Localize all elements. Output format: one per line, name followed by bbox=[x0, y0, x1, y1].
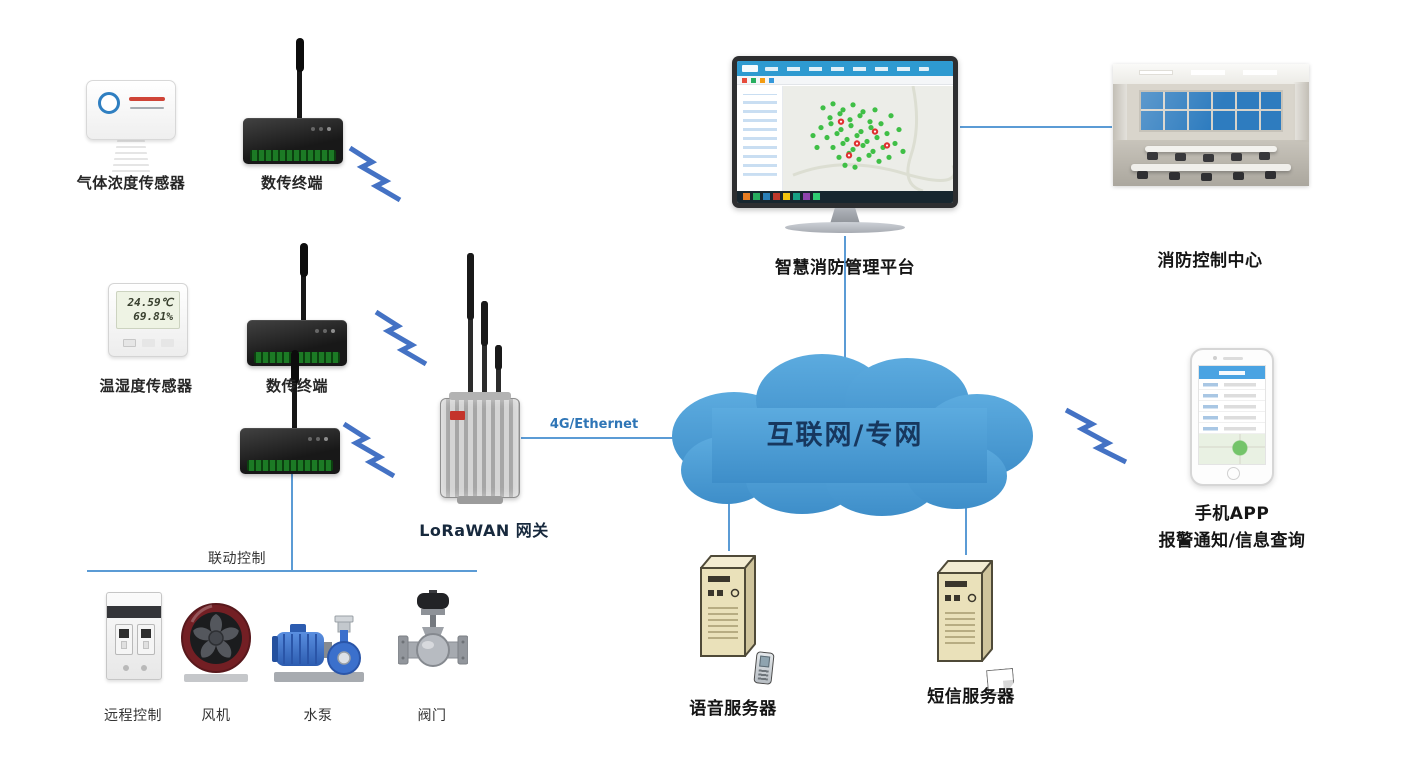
cc-video-wall bbox=[1139, 90, 1283, 132]
cc-console-desk bbox=[1131, 164, 1291, 171]
voice-server-label: 语音服务器 bbox=[689, 699, 777, 719]
wireless-bolt-icon bbox=[374, 309, 428, 367]
voice-server bbox=[695, 548, 775, 690]
screen-map-area bbox=[783, 85, 953, 193]
sensor-buttons bbox=[123, 339, 136, 347]
dtu-lower bbox=[240, 350, 340, 478]
phone-speaker-icon bbox=[1223, 357, 1243, 360]
dtu-middle-label: 数传终端 bbox=[265, 377, 328, 395]
gateway-logo-icon bbox=[450, 411, 465, 420]
wireless-bolt-icon bbox=[342, 421, 396, 479]
phone-handset-icon bbox=[753, 651, 775, 685]
water-pump-label: 水泵 bbox=[303, 708, 333, 724]
breaker-switch-icon bbox=[137, 624, 155, 655]
gateway-antenna-icon bbox=[467, 253, 474, 401]
map-roads bbox=[792, 85, 953, 193]
dtu-top bbox=[243, 38, 343, 166]
control-center-label: 消防控制中心 bbox=[1157, 251, 1263, 271]
map-device-dots bbox=[810, 101, 906, 170]
antenna-icon bbox=[290, 350, 299, 430]
server-tower-icon bbox=[937, 560, 993, 662]
water-pump-icon bbox=[272, 615, 364, 682]
mobile-app-label-line2: 报警通知/信息查询 bbox=[1158, 531, 1306, 551]
phone-list-row bbox=[1199, 423, 1265, 434]
cloud-icon bbox=[672, 354, 1033, 516]
antenna-icon bbox=[299, 243, 308, 322]
dtu-body bbox=[240, 428, 340, 474]
server-tower-icon bbox=[700, 555, 756, 657]
control-center-photo bbox=[1113, 64, 1309, 186]
mobile-app-label-line1: 手机APP bbox=[1194, 504, 1270, 524]
screen-logo-chip bbox=[742, 65, 758, 72]
lcd-temperature-reading: 24.59℃ bbox=[127, 295, 173, 309]
valve-label: 阀门 bbox=[417, 708, 447, 724]
gateway-antenna-icon bbox=[481, 301, 488, 401]
monitor-stand-neck bbox=[830, 208, 860, 224]
map-alarm-markers bbox=[837, 118, 891, 159]
lcd-humidity-reading: 69.81% bbox=[133, 310, 173, 323]
phone-list-row bbox=[1199, 401, 1265, 412]
led-indicators-icon bbox=[331, 329, 335, 333]
sms-server-label: 短信服务器 bbox=[927, 687, 1015, 707]
cc-console-desk bbox=[1145, 146, 1277, 152]
phone-camera-icon bbox=[1213, 356, 1217, 360]
monitor-stand-base bbox=[785, 222, 905, 233]
gas-sensor bbox=[86, 80, 176, 176]
cloud-label: 互联网/专网 bbox=[766, 420, 924, 451]
wireless-bolt-icon bbox=[1064, 407, 1128, 465]
phone-app-header bbox=[1199, 366, 1265, 379]
cc-ceiling-lights bbox=[1139, 70, 1173, 75]
led-indicators-icon bbox=[324, 437, 328, 441]
linkage-control-label: 联动控制 bbox=[208, 551, 266, 567]
phone-list-row bbox=[1199, 412, 1265, 423]
fan-icon bbox=[181, 603, 251, 682]
wireless-bolt-icon bbox=[348, 145, 402, 203]
dtu-top-label: 数传终端 bbox=[260, 174, 323, 192]
screen-menu-items bbox=[765, 67, 929, 71]
phone-home-button bbox=[1227, 467, 1240, 480]
fan-label: 风机 bbox=[201, 708, 231, 724]
remote-control-breaker bbox=[106, 592, 162, 680]
lcd-display: 24.59℃ 69.81% bbox=[116, 291, 180, 329]
lorawan-gateway bbox=[438, 253, 524, 504]
breaker-band bbox=[107, 606, 161, 618]
gas-sensor-body bbox=[86, 80, 176, 140]
breaker-switch-icon bbox=[115, 624, 133, 655]
phone-list-row bbox=[1199, 390, 1265, 401]
breaker-screws bbox=[123, 665, 129, 671]
cc-chairs bbox=[1147, 152, 1158, 160]
phone-list-row bbox=[1199, 379, 1265, 390]
screen-toolbar bbox=[737, 76, 953, 85]
mobile-phone bbox=[1190, 348, 1274, 486]
screen-header-bar bbox=[737, 61, 953, 76]
phone-map-preview bbox=[1199, 434, 1265, 464]
gas-sensor-label: 气体浓度传感器 bbox=[76, 174, 186, 192]
platform-monitor bbox=[732, 56, 958, 234]
gateway-body bbox=[440, 392, 520, 504]
monitor-frame bbox=[732, 56, 958, 208]
phone-screen bbox=[1198, 365, 1266, 465]
led-indicators-icon bbox=[327, 127, 331, 131]
dtu-body bbox=[243, 118, 343, 164]
link-4g-ethernet-label: 4G/Ethernet bbox=[549, 417, 639, 432]
brand-logo-icon bbox=[98, 92, 120, 114]
sms-server bbox=[932, 553, 1012, 695]
terminal-block bbox=[247, 460, 333, 471]
gas-sensor-text-lines bbox=[129, 97, 165, 101]
monitor-screen bbox=[737, 61, 953, 203]
cc-ceiling bbox=[1113, 64, 1309, 84]
terminal-block bbox=[250, 150, 336, 161]
temp-humidity-sensor: 24.59℃ 69.81% bbox=[108, 283, 188, 357]
gateway-antenna-icon bbox=[495, 345, 502, 401]
temp-humidity-sensor-label: 温湿度传感器 bbox=[99, 377, 193, 395]
platform-label: 智慧消防管理平台 bbox=[775, 258, 915, 278]
valve-icon bbox=[398, 590, 468, 667]
gateway-label: LoRaWAN 网关 bbox=[419, 521, 549, 540]
remote-control-label: 远程控制 bbox=[104, 708, 162, 724]
antenna-icon bbox=[295, 38, 304, 120]
map-canvas bbox=[792, 85, 953, 193]
screen-taskbar bbox=[737, 191, 953, 203]
screen-sidebar-tree bbox=[737, 86, 783, 191]
gas-sensor-horn bbox=[112, 140, 150, 172]
